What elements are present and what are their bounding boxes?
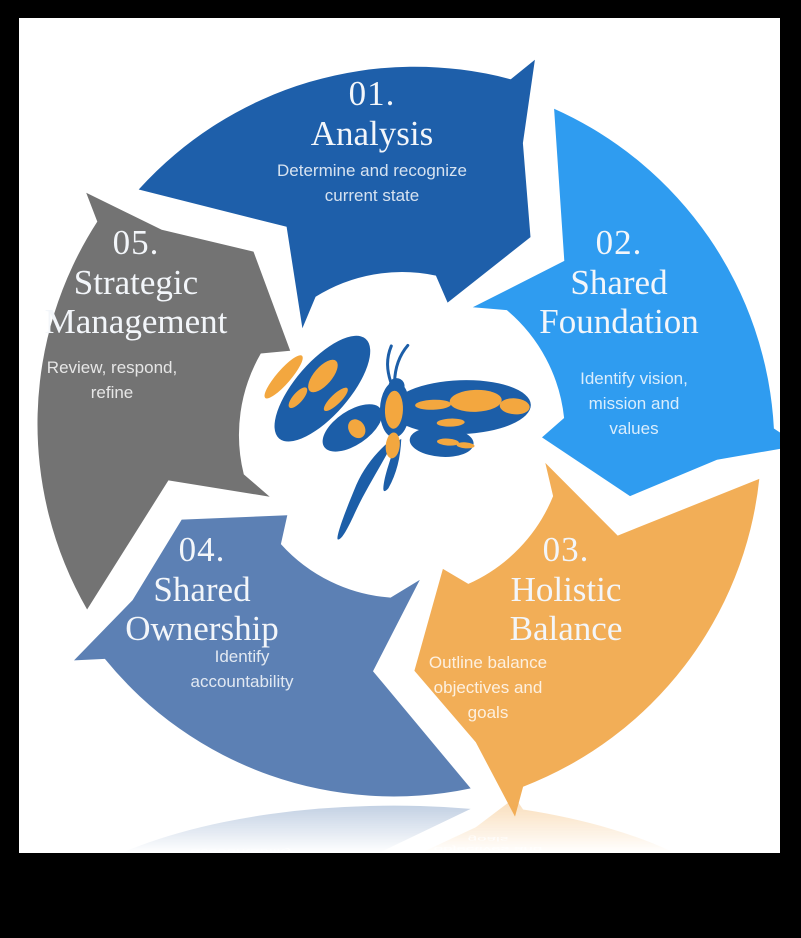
- cycle-diagram-graphic: [37, 59, 780, 817]
- infographic-canvas: 01. Analysis Determine and recognize cur…: [19, 18, 780, 853]
- butterfly-icon: [264, 335, 531, 540]
- cycle-arrows: [37, 59, 780, 817]
- cycle-arrow-02: [472, 108, 780, 497]
- butterfly-body-shapes: [274, 335, 531, 540]
- cycle-arrow-03: [414, 462, 760, 817]
- butterfly-markings: [264, 355, 530, 459]
- cycle-arrow-05: [37, 192, 291, 610]
- butterfly-antennae: [386, 343, 410, 389]
- cycle-arrow-04: [74, 515, 471, 797]
- cycle-diagram-scene: 01. Analysis Determine and recognize cur…: [19, 18, 780, 853]
- cycle-arrow-01: [138, 59, 535, 329]
